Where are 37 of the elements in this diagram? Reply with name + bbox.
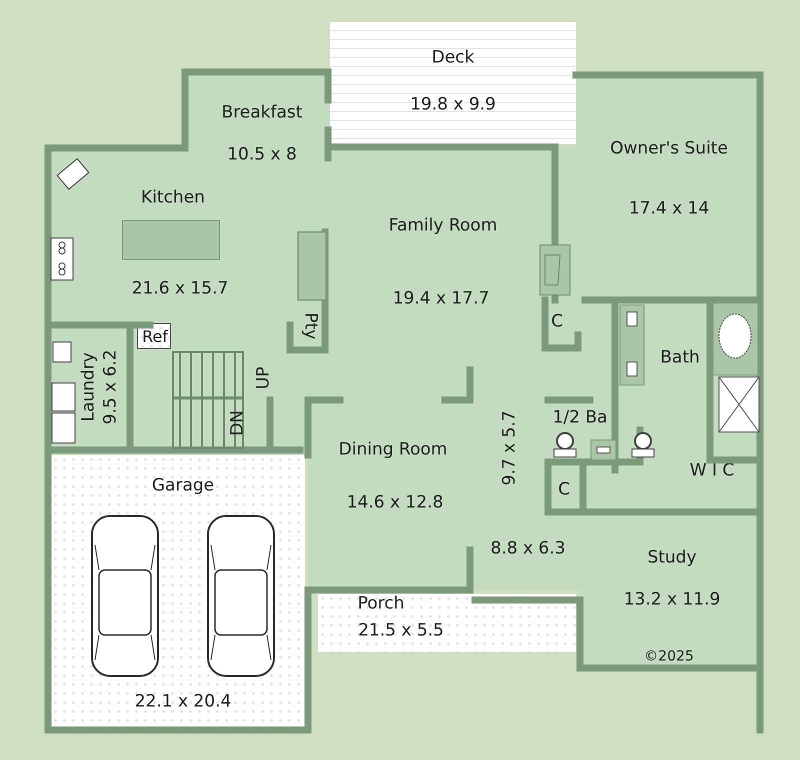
room-name: C	[551, 312, 563, 332]
room-name: Garage	[152, 476, 214, 496]
room-name: Porch	[358, 594, 404, 614]
room-name: Laundry	[80, 352, 98, 422]
room-dimensions: 22.1 x 20.4	[134, 692, 232, 712]
room-name: C	[558, 480, 570, 500]
room-dimensions: 9.5 x 6.2	[102, 350, 120, 424]
room-name: Deck	[432, 48, 474, 68]
room-dimensions: 10.5 x 8	[227, 146, 297, 164]
room-dimensions: 21.5 x 5.5	[358, 622, 444, 640]
stair-direction-label: UP	[254, 366, 274, 390]
car-icon	[207, 515, 275, 677]
room-dimensions: 8.8 x 6.3	[490, 540, 566, 558]
stair-direction-label: DN	[228, 410, 248, 436]
room-dimensions: 19.8 x 9.9	[410, 96, 496, 114]
room-name: Kitchen	[141, 188, 205, 208]
kitchen-island	[122, 220, 220, 260]
room-dimensions: 13.2 x 11.9	[624, 590, 720, 610]
room-name: Breakfast	[222, 104, 302, 122]
room-name: Dining Room	[338, 440, 448, 460]
room-name: 1/2 Ba	[552, 408, 608, 428]
garage-area	[51, 455, 305, 727]
deck-area	[330, 22, 576, 144]
room-dimensions: 17.4 x 14	[628, 200, 710, 218]
porch-area	[318, 594, 576, 652]
room-name: Study	[647, 548, 697, 568]
room-name: Family Room	[388, 216, 498, 236]
room-name: Bath	[660, 348, 700, 368]
car-icon	[91, 515, 159, 677]
room-name: Pty	[300, 312, 320, 340]
room-name: Ref	[142, 328, 168, 346]
copyright-note: ©2025	[644, 649, 694, 665]
room-name: Owner's Suite	[610, 140, 728, 158]
room-dimensions: 14.6 x 12.8	[346, 494, 444, 512]
room-dimensions: 19.4 x 17.7	[392, 290, 490, 308]
room-dimensions: 21.6 x 15.7	[132, 280, 228, 298]
room-dimensions: 9.7 x 5.7	[500, 410, 520, 486]
